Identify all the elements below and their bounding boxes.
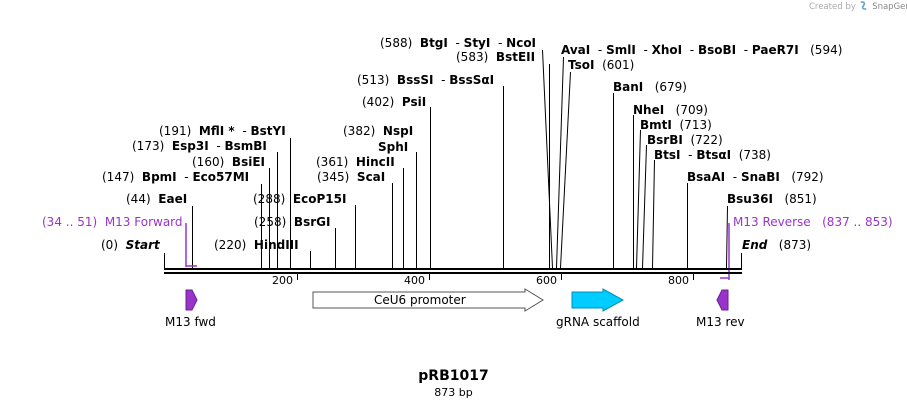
plasmid-name: pRB1017 — [418, 368, 489, 384]
tick-label-800: 800 — [668, 274, 689, 287]
site-label-bsteii: (583) BstEII — [456, 50, 536, 64]
ruler-ticks — [297, 274, 694, 280]
site-label-bsssi: (513) BssSI - BssSαI — [357, 73, 495, 87]
site-label-bsu36i: Bsu36I (851) — [727, 192, 817, 206]
site-label-hindiii: (220) HindIII — [214, 238, 299, 252]
feature-m13-fwd-arrow — [185, 289, 198, 311]
site-label-scai: (345) ScaI — [317, 170, 386, 184]
site-label-hincii: (361) HincII — [316, 155, 395, 169]
feature-m13-rev-arrow — [716, 289, 729, 311]
tick-label-400: 400 — [404, 274, 425, 287]
site-label-psii: (402) PsiI — [362, 95, 427, 109]
cut-line-btsi — [652, 159, 655, 269]
site-label-tsoi: TsoI (601) — [568, 58, 635, 72]
cut-site-lines — [164, 49, 742, 269]
primer-label-m13-reverse: M13 Reverse (837 .. 853) — [733, 215, 893, 229]
feature-label-m13-rev: M13 rev — [696, 315, 745, 329]
credit-brand: SnapGene — [872, 2, 907, 12]
site-label-sphi: SphI — [378, 140, 409, 154]
feature-label-grna-scaffold: gRNA scaffold — [556, 315, 640, 329]
feature-label-m13-fwd: M13 fwd — [165, 315, 216, 329]
site-label-ecop15i: (288) EcoP15I — [253, 192, 347, 206]
site-label-btsi-btsai: BtsI - BtsαI (738) — [654, 148, 771, 162]
plasmid-size: 873 bp — [434, 386, 473, 399]
site-label-btgi-styi-ncoi: (588) BtgI - StyI - NcoI — [380, 36, 537, 50]
cut-line-bmti — [636, 129, 641, 269]
snapgene-credit: Created by SnapGene — [809, 1, 907, 12]
feature-ceu6-promoter-arrow — [312, 288, 544, 312]
site-label-avai-group: AvaI - SmlI - XhoI - BsoBI - PaeR7I (594… — [561, 43, 843, 57]
cut-line-btgi — [542, 49, 553, 269]
cut-line-bsu36i — [726, 205, 728, 269]
cut-line-bsrbi — [642, 144, 647, 269]
tick-label-600: 600 — [536, 274, 557, 287]
site-label-nhei: NheI (709) — [633, 103, 708, 117]
end-label: End (873) — [742, 238, 812, 252]
tick-label-200: 200 — [272, 274, 293, 287]
site-label-bsrbi: BsrBI (722) — [647, 133, 723, 147]
site-label-bsiei: (160) BsiEI — [192, 155, 265, 169]
sequence-backbone — [164, 268, 742, 274]
credit-prefix: Created by — [809, 2, 856, 12]
cut-line-tsoi — [560, 71, 571, 269]
site-label-bani: BanI (679) — [613, 80, 687, 94]
site-label-bsrgi: (258) BsrGI — [254, 215, 331, 229]
site-label-nspi: (382) NspI — [343, 124, 414, 138]
cut-line-avai — [556, 56, 564, 269]
site-label-bsaai-snabi: BsaAI - SnaBI (792) — [687, 170, 824, 184]
site-label-bmti: BmtI (713) — [640, 118, 712, 132]
snapgene-logo-icon — [861, 1, 867, 10]
feature-label-ceu6-promoter: CeU6 promoter — [374, 293, 466, 307]
feature-grna-scaffold-arrow — [571, 288, 625, 312]
feature-arrows — [185, 288, 729, 312]
site-label-eaei: (44) EaeI — [126, 192, 188, 206]
primer-markers — [185, 223, 730, 280]
site-label-mfli-bstyi: (191) MflI * - BstYI — [159, 124, 286, 138]
primer-label-m13-forward: (34 .. 51) M13 Forward — [42, 215, 183, 229]
site-label-esp3i-bsmbi: (173) Esp3I - BsmBI — [132, 139, 267, 153]
site-label-bpmi-eco57mi: (147) BpmI - Eco57MI — [102, 170, 250, 184]
start-label: (0) Start — [101, 238, 160, 252]
